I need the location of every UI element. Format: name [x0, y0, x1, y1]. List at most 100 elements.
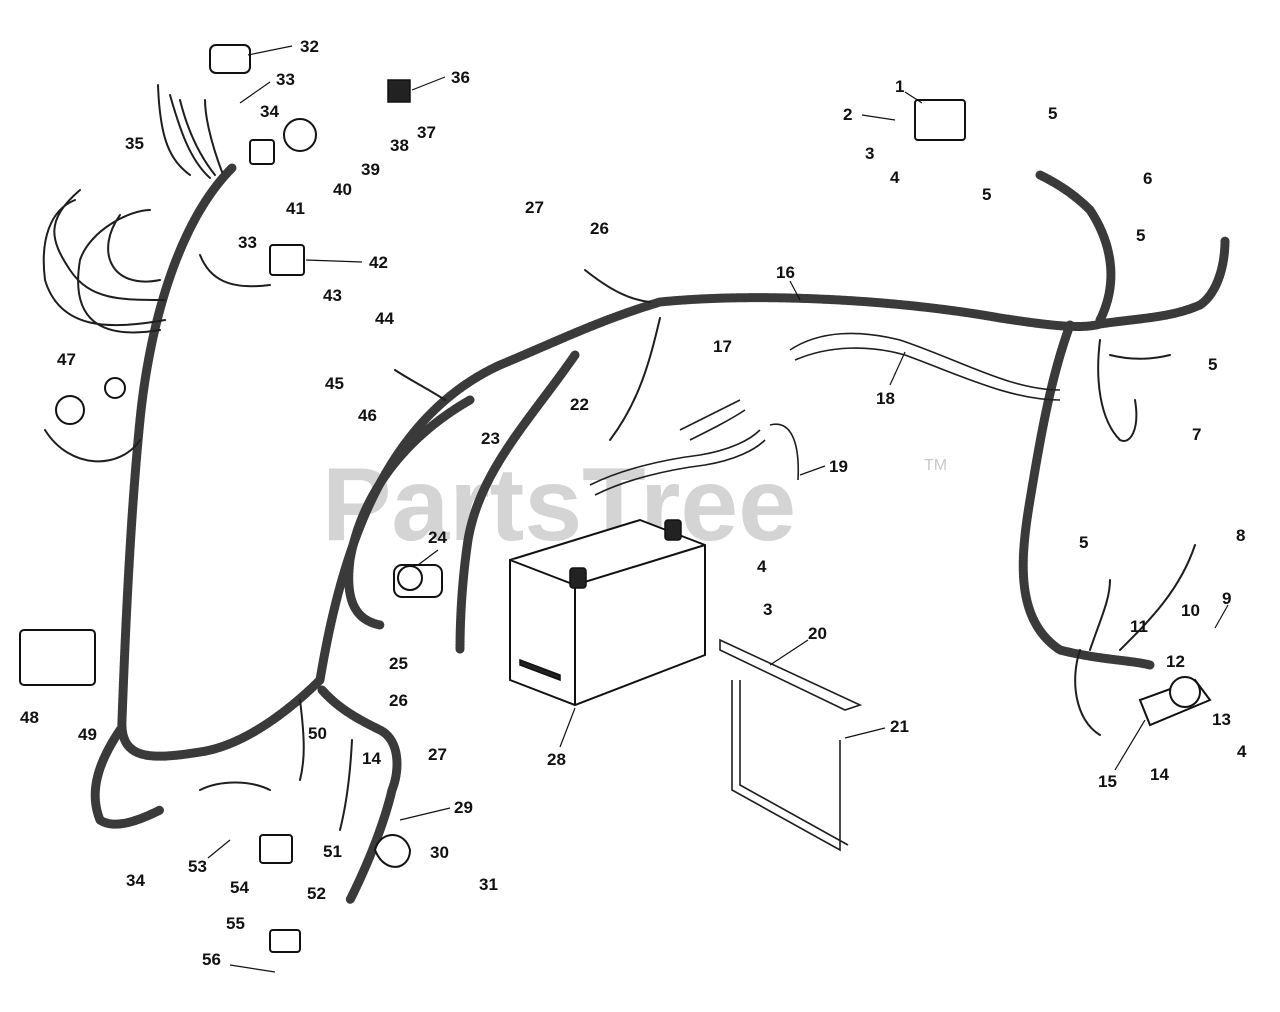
- leader-24: [417, 549, 439, 566]
- cable-18: [789, 332, 1061, 401]
- leader-20: [769, 639, 809, 666]
- callout-19: 19: [829, 457, 848, 476]
- callout-32: 32: [300, 37, 319, 56]
- callout-56: 56: [202, 950, 221, 969]
- leader-1: [904, 91, 923, 104]
- callout-27: 27: [525, 198, 544, 217]
- terminal-block-1: [914, 99, 966, 141]
- leader-18: [889, 351, 906, 386]
- callout-17: 17: [713, 337, 732, 356]
- harness-mid-loop: [344, 395, 475, 630]
- callout-42: 42: [369, 253, 388, 272]
- wire-to-switch-47: [44, 429, 141, 463]
- leader-21: [844, 727, 886, 739]
- callout-5: 5: [982, 185, 991, 204]
- callout-2: 2: [843, 105, 852, 124]
- battery: [509, 518, 706, 707]
- callout-3: 3: [865, 144, 874, 163]
- callout-5: 5: [1048, 104, 1057, 123]
- battery-rod: [731, 680, 849, 852]
- callout-23: 23: [481, 429, 500, 448]
- switch-32: [209, 44, 251, 74]
- wire-leads-top: [157, 84, 223, 179]
- callout-52: 52: [307, 884, 326, 903]
- callout-51: 51: [323, 842, 342, 861]
- callout-28: 28: [547, 750, 566, 769]
- callout-10: 10: [1181, 601, 1200, 620]
- harness-front-branch: [1018, 320, 1155, 670]
- leader-56: [229, 964, 276, 973]
- callout-40: 40: [333, 180, 352, 199]
- callout-45: 45: [325, 374, 344, 393]
- callout-12: 12: [1166, 652, 1185, 671]
- cable-19-positive: [589, 423, 800, 496]
- horn-face: [397, 565, 423, 591]
- switch-34: [249, 139, 275, 165]
- callout-47: 47: [57, 350, 76, 369]
- harness-center-branch: [455, 350, 580, 655]
- wire-to-connector-42: [199, 254, 271, 288]
- callout-53: 53: [188, 857, 207, 876]
- callout-20: 20: [808, 624, 827, 643]
- switch-47: [55, 395, 85, 425]
- callout-38: 38: [390, 136, 409, 155]
- callout-39: 39: [361, 160, 380, 179]
- callout-9: 9: [1222, 589, 1231, 608]
- callout-49: 49: [78, 725, 97, 744]
- callout-33: 33: [238, 233, 257, 252]
- callout-3: 3: [763, 600, 772, 619]
- callout-21: 21: [890, 717, 909, 736]
- watermark: PartsTree: [322, 447, 796, 563]
- trademark-mark: TM: [924, 457, 947, 474]
- callout-55: 55: [226, 914, 245, 933]
- callout-54: 54: [230, 878, 249, 897]
- sensor-29: [373, 834, 412, 868]
- leader-32: [247, 45, 293, 56]
- callout-6: 6: [1143, 169, 1152, 188]
- leader-29: [399, 807, 451, 821]
- callout-26: 26: [389, 691, 408, 710]
- ignition-switch-41: [283, 118, 317, 152]
- callout-43: 43: [323, 286, 342, 305]
- callout-5: 5: [1208, 355, 1217, 374]
- leader-53: [207, 839, 231, 859]
- leader-16: [789, 280, 801, 301]
- wire-to-plug-45: [394, 369, 446, 401]
- connector-52: [269, 929, 301, 953]
- leader-33a: [239, 81, 271, 104]
- callout-26: 26: [590, 219, 609, 238]
- callout-48: 48: [20, 708, 39, 727]
- callout-25: 25: [389, 654, 408, 673]
- leader-42: [305, 259, 363, 263]
- callout-33: 33: [276, 70, 295, 89]
- callout-27: 27: [428, 745, 447, 764]
- callout-29: 29: [454, 798, 473, 817]
- wire-lower-leads: [199, 699, 353, 831]
- callout-34: 34: [260, 102, 279, 121]
- main-wiring-harness: [117, 163, 1230, 761]
- callout-35: 35: [125, 134, 144, 153]
- key-36: [387, 79, 411, 103]
- callout-8: 8: [1236, 526, 1245, 545]
- callout-5: 5: [1079, 533, 1088, 552]
- callout-46: 46: [358, 406, 377, 425]
- leader-19: [799, 465, 826, 476]
- relay-54: [259, 834, 293, 864]
- harness-left-loop: [90, 725, 165, 829]
- wire-leads-left: [42, 189, 166, 334]
- callout-22: 22: [570, 395, 589, 414]
- callout-36: 36: [451, 68, 470, 87]
- callout-13: 13: [1212, 710, 1231, 729]
- callout-44: 44: [375, 309, 394, 328]
- callout-14: 14: [1150, 765, 1169, 784]
- callout-4: 4: [757, 557, 767, 576]
- callout-34: 34: [126, 871, 145, 890]
- callout-16: 16: [776, 263, 795, 282]
- callout-4: 4: [890, 168, 900, 187]
- leader-9: [1214, 604, 1229, 629]
- leader-15: [1114, 719, 1146, 771]
- callout-50: 50: [308, 724, 327, 743]
- callout-30: 30: [430, 843, 449, 862]
- leader-28: [559, 707, 576, 748]
- callout-7: 7: [1192, 425, 1201, 444]
